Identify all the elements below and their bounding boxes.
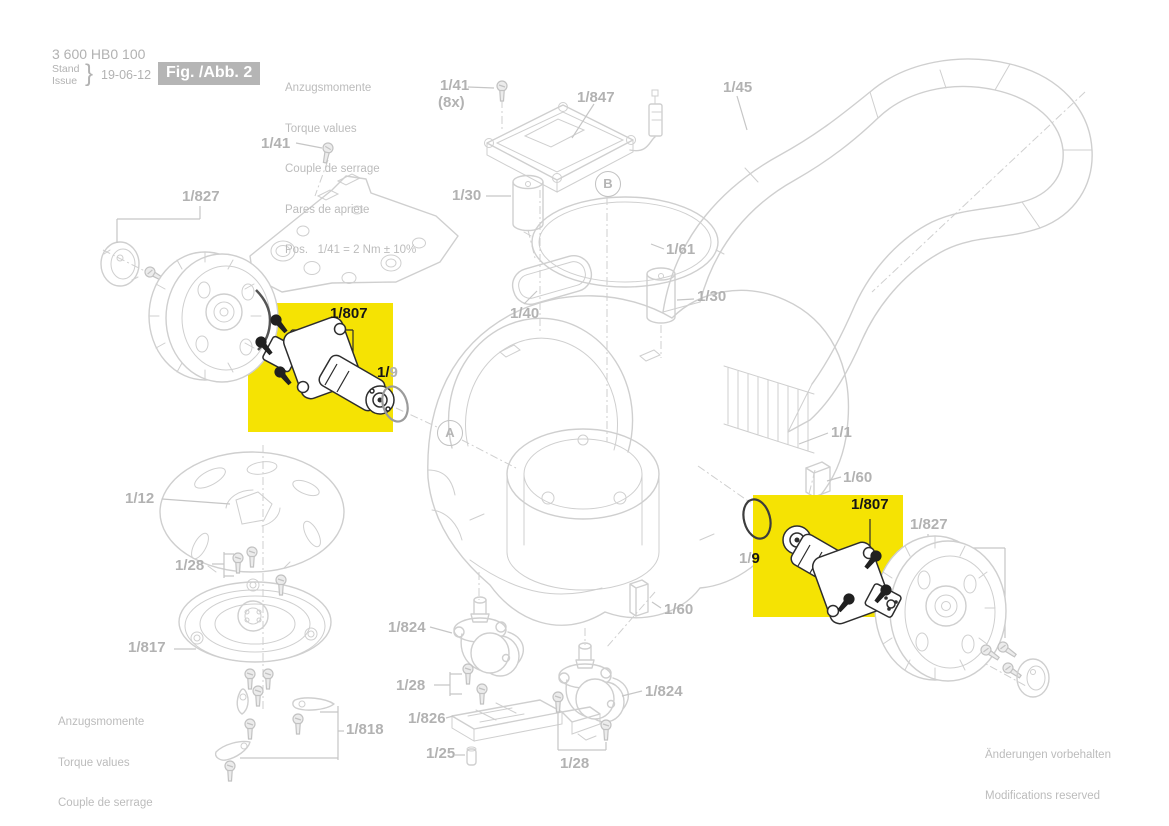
view-ref-A: A [437, 420, 463, 446]
part-label-1-807: 1/807 [851, 496, 889, 513]
part-label-1-817: 1/817 [128, 639, 166, 656]
part-label-1-807: 1/807 [330, 305, 368, 322]
revision-note: Änderungen vorbehalten Modifications res… [985, 749, 1111, 802]
part-label-1-28: 1/28 [175, 557, 205, 574]
view-ref-B: B [595, 171, 621, 197]
stand-issue-label: Stand Issue [52, 63, 80, 87]
part-label-1-28: 1/28 [396, 677, 426, 694]
torque-note-top: Anzugsmomente Torque values Couple de se… [285, 82, 417, 256]
part-label-1-818: 1/818 [346, 721, 384, 738]
part-label-1-41: 1/41 [440, 77, 470, 94]
brace-glyph: } [85, 60, 94, 87]
gear-motor-assembly-right [742, 498, 902, 625]
part-label-1-827: 1/827 [910, 516, 948, 533]
torque-note-bottom: Anzugsmomente Torque values Couple de se… [58, 716, 153, 809]
part-label-1-60: 1/60 [664, 601, 694, 618]
drive-wheels [148, 251, 1050, 698]
part-label-1-824: 1/824 [388, 619, 426, 636]
part-label-1-30: 1/30 [697, 288, 727, 305]
part-label-1-827: 1/827 [182, 188, 220, 205]
figure-badge: Fig. /Abb. 2 [158, 62, 261, 85]
part-label-1-45: 1/45 [723, 79, 753, 96]
part-label-1-1: 1/1 [831, 424, 852, 441]
part-label-1-60: 1/60 [843, 469, 873, 486]
part-label-1-61: 1/61 [666, 241, 696, 258]
part-label-1-9: 1/9 [739, 550, 760, 567]
part-label-1-12: 1/12 [125, 490, 155, 507]
part-label-1-40: 1/40 [510, 305, 540, 322]
part-label-1-28: 1/28 [560, 755, 590, 772]
part-label-(8x): (8x) [438, 94, 465, 111]
type-number: 3 600 HB0 100 [52, 46, 146, 62]
part-label-1-826: 1/826 [408, 710, 446, 727]
part-label-1-41: 1/41 [261, 135, 291, 152]
part-label-1-824: 1/824 [645, 683, 683, 700]
part-label-1-30: 1/30 [452, 187, 482, 204]
part-label-1-847: 1/847 [577, 89, 615, 106]
part-label-1-9: 1/9 [377, 364, 398, 381]
part-label-1-25: 1/25 [426, 745, 456, 762]
issue-date: 19-06-12 [101, 68, 152, 82]
gear-motor-assembly-left [253, 289, 409, 423]
